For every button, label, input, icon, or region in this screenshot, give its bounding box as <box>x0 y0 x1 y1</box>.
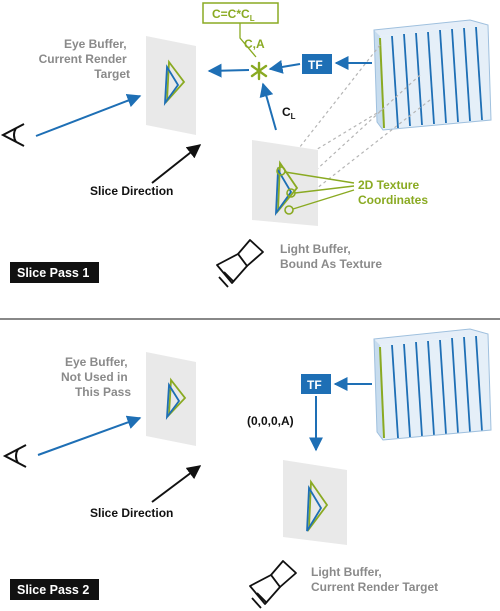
light-buffer-label-pass2: Light Buffer, Current Render Target <box>311 565 438 594</box>
eye-buffer-label-pass1: Eye Buffer, Current Render Target <box>39 37 130 81</box>
light-buffer-panel-pass1 <box>252 140 318 226</box>
zero-alpha-label: (0,0,0,A) <box>247 414 294 428</box>
tf-label-pass1: TF <box>308 58 323 72</box>
slice-pass-1-badge: Slice Pass 1 <box>10 262 99 283</box>
formula-text: C=C*CL <box>212 7 255 23</box>
flow-arrows-pass2 <box>37 377 372 456</box>
eye-buffer-panel-pass1 <box>146 36 196 135</box>
tf-label-pass2: TF <box>307 378 322 392</box>
formula-box: C=C*CL <box>202 2 279 58</box>
light-buffer-label-pass1: Light Buffer, Bound As Texture <box>280 242 382 271</box>
multiply-star-icon <box>250 61 268 81</box>
volume-slices-pass2 <box>373 328 492 441</box>
cl-label: CL <box>282 105 296 121</box>
slice-pass-1-label: Slice Pass 1 <box>17 266 89 280</box>
spotlight-icon <box>249 560 297 609</box>
slice-direction-label-pass1: Slice Direction <box>90 184 173 198</box>
eye-buffer-panel-pass2 <box>146 352 196 446</box>
eye-buffer-label-pass2: Eye Buffer, Not Used in This Pass <box>61 355 131 399</box>
volume-slices-pass1 <box>373 19 492 131</box>
texture-coords-label: 2D Texture Coordinates <box>358 178 428 207</box>
tf-box-pass2: TF <box>301 374 331 394</box>
slice-direction-arrow-pass1 <box>151 144 202 184</box>
tf-box-pass1: TF <box>302 54 332 74</box>
slice-direction-label-pass2: Slice Direction <box>90 506 173 520</box>
slice-pass-2-label: Slice Pass 2 <box>17 583 89 597</box>
eye-icon <box>0 123 25 147</box>
eye-icon <box>2 444 27 468</box>
slice-direction-arrow-pass2 <box>151 465 202 503</box>
flow-arrows-pass1 <box>35 56 372 137</box>
spotlight-icon <box>216 239 264 288</box>
slice-pass-2-badge: Slice Pass 2 <box>10 579 99 600</box>
ca-label: C,A <box>244 37 265 51</box>
light-buffer-panel-pass2 <box>283 460 347 545</box>
texture-coord-leaders <box>284 171 355 210</box>
